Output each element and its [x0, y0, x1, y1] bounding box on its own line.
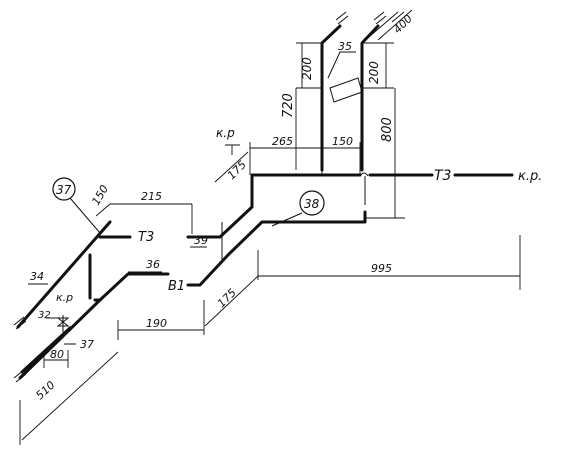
dimension-lines	[19, 9, 521, 445]
dim-175-top: 175	[225, 158, 249, 182]
dim-510: 510	[33, 379, 57, 403]
label-kp-bottom: к.р	[56, 291, 73, 304]
label-t3-left: Т3	[138, 230, 154, 245]
riser-right-upper	[360, 24, 380, 172]
dim-215: 215	[141, 190, 162, 203]
t3-break	[359, 172, 369, 177]
dim-150-top: 150	[332, 135, 353, 148]
callout-38: 38	[299, 190, 325, 216]
break-marks	[13, 11, 387, 383]
marker-36: 36	[146, 258, 160, 271]
dim-175-mid: 175	[215, 286, 239, 310]
branch-fitting-35	[329, 77, 363, 103]
label-b1: В1	[168, 279, 185, 294]
label-t3-right: Т3	[434, 168, 451, 184]
dim-995: 995	[371, 262, 392, 275]
marker-39: 39	[194, 234, 208, 247]
svg-text:37: 37	[56, 183, 72, 197]
b1-pipe-lower	[93, 210, 367, 302]
marker-37: 37	[80, 338, 94, 351]
dim-190: 190	[146, 317, 167, 330]
t3-pipe-upper	[98, 173, 434, 239]
valve-icon	[56, 315, 70, 332]
leader-lines	[28, 51, 356, 345]
dim-265: 265	[272, 135, 293, 148]
dim-400: 400	[391, 12, 415, 36]
marker-32: 32	[38, 310, 51, 321]
pipe-lower-diagonal	[20, 326, 72, 374]
dim-150-left: 150	[89, 183, 111, 208]
callout-37: 37	[52, 177, 76, 201]
label-kp-right: к.р.	[518, 169, 542, 184]
dim-200-left: 200	[300, 57, 314, 80]
dim-720: 720	[281, 93, 296, 118]
svg-text:38: 38	[304, 197, 320, 211]
marker-35: 35	[338, 40, 352, 53]
marker-34: 34	[30, 270, 44, 283]
dim-800: 800	[380, 117, 395, 142]
pipe-34-diagonal	[16, 220, 112, 329]
dim-80: 80	[50, 348, 64, 361]
label-kp-top: к.р	[216, 126, 235, 140]
dim-200-right: 200	[367, 61, 381, 84]
